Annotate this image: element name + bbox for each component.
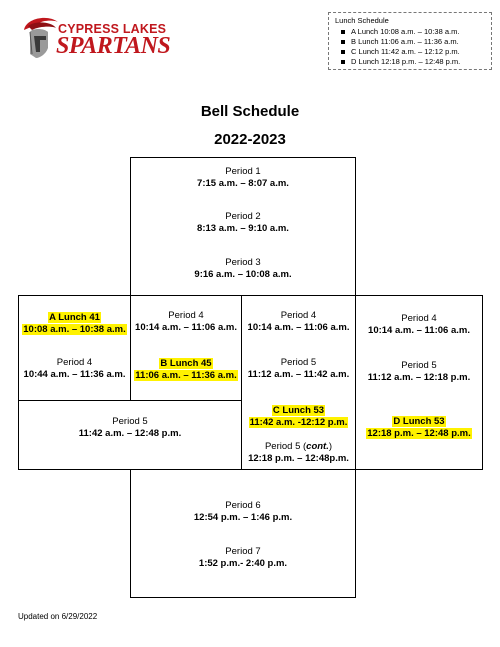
period-name: Period 4 <box>280 310 317 321</box>
divider <box>130 469 131 598</box>
divider <box>130 157 356 158</box>
divider <box>130 157 131 296</box>
period-name: Period 5 (cont.) <box>242 441 355 453</box>
divider <box>355 469 356 598</box>
period-time: 9:16 a.m. – 10:08 a.m. <box>194 268 292 280</box>
divider <box>18 295 483 296</box>
period-time: 11:12 a.m. – 12:18 p.m. <box>367 371 471 383</box>
logo-main-text: SPARTANS <box>56 33 171 59</box>
divider <box>130 597 356 598</box>
c-lunch-time: 11:42 a.m. -12:12 p.m. <box>248 416 349 428</box>
page-title: Bell Schedule <box>200 103 300 120</box>
school-year: 2022-2023 <box>214 131 286 148</box>
period-name: Period 1 <box>225 166 261 177</box>
period-time: 11:12 a.m. – 11:42 a.m. <box>247 368 350 380</box>
period-time: 10:44 a.m. – 11:36 a.m. <box>23 368 126 380</box>
period-time: 12:54 p.m. – 1:46 p.m. <box>193 511 293 523</box>
period-3-cell: Period 3 9:16 a.m. – 10:08 a.m. <box>131 257 355 280</box>
logo-top-text: CYPRESS LAKES <box>58 22 167 36</box>
updated-note: Updated on 6/29/2022 <box>18 612 98 621</box>
a-lunch-name: A Lunch 41 <box>48 312 101 323</box>
period-name: Period 5 <box>401 360 437 371</box>
period-name: Period 4 <box>401 313 437 324</box>
c-lunch-cell: C Lunch 53 11:42 a.m. -12:12 p.m. <box>242 405 355 428</box>
period-time: 11:42 a.m. – 12:48 p.m. <box>78 427 182 439</box>
period-time: 10:14 a.m. – 11:06 a.m. <box>368 324 470 336</box>
b-lunch-time: 11:06 a.m. – 11:36 a.m. <box>134 369 238 381</box>
divider <box>18 400 242 401</box>
period-time: 10:14 a.m. – 11:06 a.m. <box>135 321 237 333</box>
c-period-5-cont-cell: Period 5 (cont.) 12:18 p.m. – 12:48p.m. <box>242 441 355 464</box>
b-lunch-cell: B Lunch 45 11:06 a.m. – 11:36 a.m. <box>131 358 241 381</box>
divider <box>241 295 242 470</box>
list-item: C Lunch 11:42 a.m. – 12:12 p.m. <box>341 47 485 57</box>
period-name: Period 5 <box>112 416 148 427</box>
divider <box>18 469 483 470</box>
period-time: 12:18 p.m. – 12:48p.m. <box>248 452 349 464</box>
period-2-cell: Period 2 8:13 a.m. – 9:10 a.m. <box>131 211 355 234</box>
period-name-end: ) <box>328 441 333 452</box>
period-time: 8:13 a.m. – 9:10 a.m. <box>197 222 289 234</box>
lunch-schedule-title: Lunch Schedule <box>335 16 389 25</box>
period-time: 7:15 a.m. – 8:07 a.m. <box>197 177 289 189</box>
lunch-schedule-box: Lunch Schedule A Lunch 10:08 a.m. – 10:3… <box>328 12 492 70</box>
d-period-4-cell: Period 4 10:14 a.m. – 11:06 a.m. <box>356 313 482 336</box>
c-lunch-name: C Lunch 53 <box>271 405 326 416</box>
a-lunch-cell: A Lunch 41 10:08 a.m. – 10:38 a.m. <box>19 312 130 335</box>
period-6-cell: Period 6 12:54 p.m. – 1:46 p.m. <box>131 500 355 523</box>
period-time: 1:52 p.m.- 2:40 p.m. <box>198 557 288 569</box>
lunch-schedule-list: A Lunch 10:08 a.m. – 10:38 a.m. B Lunch … <box>335 27 485 67</box>
period-name: Period 6 <box>225 500 261 511</box>
period-name: Period 4 <box>56 357 93 368</box>
d-period-5-cell: Period 5 11:12 a.m. – 12:18 p.m. <box>356 360 482 383</box>
c-period-5-cell: Period 5 11:12 a.m. – 11:42 a.m. <box>242 357 355 380</box>
list-item: B Lunch 11:06 a.m. – 11:36 a.m. <box>341 37 485 47</box>
c-period-4-cell: Period 4 10:14 a.m. – 11:06 a.m. <box>242 310 355 333</box>
a-period-4-cell: Period 4 10:44 a.m. – 11:36 a.m. <box>19 357 130 380</box>
d-lunch-name: D Lunch 53 <box>392 416 446 427</box>
period-name: Period 2 <box>225 211 261 222</box>
period-1-cell: Period 1 7:15 a.m. – 8:07 a.m. <box>131 166 355 189</box>
period-name: Period 7 <box>225 546 261 557</box>
period-name: Period 4 <box>168 310 204 321</box>
b-lunch-name: B Lunch 45 <box>159 358 213 369</box>
period-name: Period 3 <box>225 257 261 268</box>
divider <box>355 157 356 296</box>
period-name-cont: cont. <box>306 441 329 452</box>
spartan-helmet-icon <box>24 17 58 58</box>
a-lunch-time: 10:08 a.m. – 10:38 a.m. <box>22 323 127 335</box>
list-item: D Lunch 12:18 p.m. – 12:48 p.m. <box>341 57 485 67</box>
divider <box>482 295 483 470</box>
ab-period-5-cell: Period 5 11:42 a.m. – 12:48 p.m. <box>19 416 241 439</box>
divider <box>18 295 19 470</box>
d-lunch-cell: D Lunch 53 12:18 p.m. – 12:48 p.m. <box>356 416 482 439</box>
d-lunch-time: 12:18 p.m. – 12:48 p.m. <box>366 427 472 439</box>
divider <box>130 295 131 400</box>
period-time: 10:14 a.m. – 11:06 a.m. <box>247 321 350 333</box>
divider <box>355 295 356 470</box>
b-period-4-cell: Period 4 10:14 a.m. – 11:06 a.m. <box>131 310 241 333</box>
period-name: Period 5 <box>280 357 317 368</box>
list-item: A Lunch 10:08 a.m. – 10:38 a.m. <box>341 27 485 37</box>
period-7-cell: Period 7 1:52 p.m.- 2:40 p.m. <box>131 546 355 569</box>
period-name-start: Period 5 ( <box>264 441 307 452</box>
